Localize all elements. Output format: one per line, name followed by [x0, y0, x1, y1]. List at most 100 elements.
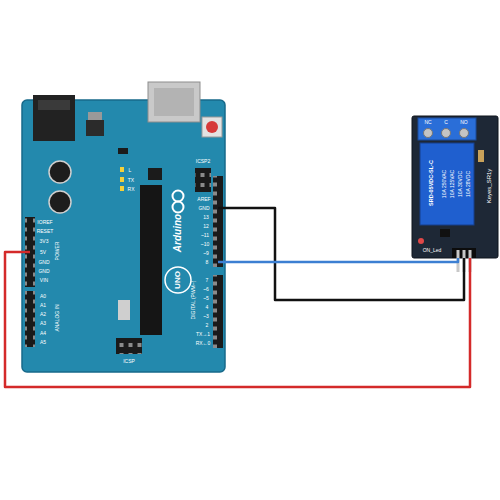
relay-module: SRD-05VDC-SL-C Keyes_SR1y [412, 116, 498, 258]
pin-label: 10A 250VAC [442, 170, 447, 198]
arduino-logo [165, 191, 191, 294]
reset-button [202, 117, 222, 137]
led-indicator [120, 167, 124, 172]
relay-components [478, 150, 484, 162]
microcontroller-chip [140, 185, 162, 335]
icsp2-header [195, 168, 211, 192]
power-jack [33, 95, 75, 141]
icsp-header [116, 338, 142, 354]
pin-header [213, 176, 223, 267]
pin-label: GND [38, 269, 49, 274]
pin-label: NC [424, 120, 431, 125]
arduino-board: ArduinoUNO [22, 100, 225, 372]
small-chip [118, 300, 130, 320]
pin-label: GND [198, 206, 209, 211]
capacitor [49, 161, 71, 183]
pin-label: ~9 [203, 251, 209, 256]
small-chip [148, 168, 162, 180]
wire-5v [5, 252, 470, 387]
board-name: SRD-05VDC-SL-C [429, 160, 435, 206]
pin-label: RX [128, 187, 135, 192]
power-jack [33, 95, 75, 141]
pin-label: ~5 [203, 296, 209, 301]
power-jack [38, 100, 70, 110]
pin-label: ~11 [201, 233, 209, 238]
led-indicator [120, 177, 124, 182]
capacitor [49, 191, 71, 213]
pin-label: TX→1 [196, 332, 210, 337]
pin-header [25, 176, 223, 348]
relay-cube [420, 143, 474, 225]
pin-header [213, 275, 223, 348]
wire-stub [218, 261, 225, 264]
pin-label: L [129, 168, 132, 173]
wire-stub [218, 207, 225, 210]
pin-label: ANALOG IN [55, 304, 60, 331]
board-model: Keyes_SR1y [486, 169, 492, 204]
wire-gnd [225, 208, 464, 300]
small-chip [118, 148, 128, 154]
capacitor [49, 161, 71, 213]
arduino-logo [165, 267, 191, 293]
pin-label: C [444, 120, 448, 125]
pin-label: 4 [206, 305, 209, 310]
pin-label: ~3 [203, 314, 209, 319]
pin-label: GND [38, 260, 49, 265]
pin-label: DIGITAL (PWM~) [191, 281, 196, 320]
reset-button [202, 117, 222, 137]
microcontroller-chip [140, 185, 162, 335]
board-name: Arduino [173, 214, 183, 252]
led-indicator [120, 186, 124, 191]
terminal-block [460, 129, 469, 138]
pin-header [25, 291, 35, 347]
wire-signal [225, 258, 458, 262]
pin-label: ICSP2 [196, 159, 210, 164]
pin-label: IOREF [37, 220, 52, 225]
pin-label: 3V3 [40, 239, 49, 244]
relay-cube [420, 143, 474, 225]
icsp2-header [195, 168, 211, 192]
board-model: UNO [174, 271, 182, 289]
pin-label: A5 [40, 340, 46, 345]
pin-label: NO [460, 120, 468, 125]
pin-label: RX←0 [196, 341, 211, 346]
pin-label: TX [128, 178, 134, 183]
pin-header [213, 275, 223, 348]
pin-label: 7 [206, 278, 209, 283]
pin-label: ON_Led [423, 248, 442, 253]
usb-port [148, 82, 200, 122]
terminal-block [418, 118, 476, 140]
relay-components [440, 229, 450, 237]
pin-label: A1 [40, 303, 46, 308]
arduino-logo [173, 191, 184, 202]
terminal-block [424, 129, 433, 138]
arduino-logo [173, 202, 184, 213]
reset-button [206, 121, 218, 133]
usb-port [148, 82, 200, 122]
pin-label: RESET [37, 229, 54, 234]
pin-label: 2 [206, 323, 209, 328]
pin-label: AREF [197, 197, 210, 202]
pin-label: 12 [203, 224, 209, 229]
pin-label: A2 [40, 312, 46, 317]
icsp2-header [195, 168, 211, 192]
led-indicator [120, 167, 124, 191]
pin-label: VIN [40, 278, 48, 283]
icsp-header [116, 338, 142, 354]
pin-label: 10A 30VDC [458, 171, 463, 197]
pin-label: ~6 [203, 287, 209, 292]
wire-stub [22, 251, 30, 254]
pin-label: ~10 [201, 242, 209, 247]
pin-label: 10A 28VDC [466, 171, 471, 197]
small-chip [118, 148, 162, 320]
voltage-regulator [88, 112, 102, 120]
relay-module [412, 116, 498, 258]
pin-header [25, 291, 35, 347]
pin-label: ICSP [123, 359, 135, 364]
pin-label: 5V [40, 250, 46, 255]
relay-module [412, 116, 498, 258]
pin-label: A3 [40, 321, 46, 326]
usb-port [154, 88, 194, 116]
voltage-regulator [86, 120, 104, 136]
pin-header [213, 176, 223, 267]
